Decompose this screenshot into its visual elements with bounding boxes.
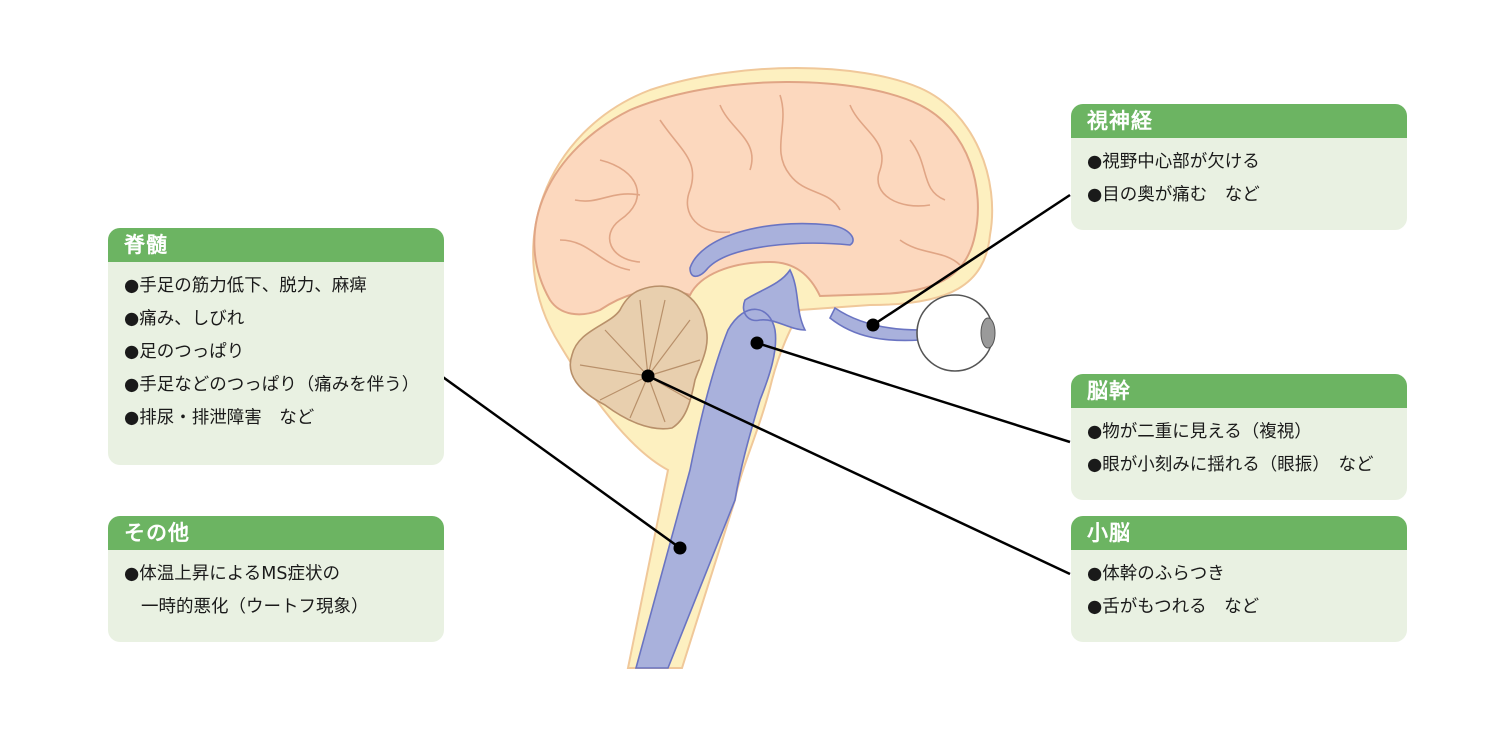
other-box: その他 ●体温上昇によるMS症状の 一時的悪化（ウートフ現象） [108, 516, 444, 642]
cerebellum-symptoms: ●体幹のふらつき ●舌がもつれる など [1071, 550, 1407, 624]
other-title: その他 [108, 516, 444, 550]
brainstem-symptoms: ●物が二重に見える（複視） ●眼が小刻みに揺れる（眼振） など [1071, 408, 1407, 482]
spinal-cord-title: 脊髄 [108, 228, 444, 262]
symptom-item: ●目の奥が痛む など [1087, 185, 1260, 205]
symptom-item-continuation: 一時的悪化（ウートフ現象） [141, 597, 369, 617]
eyeball [916, 294, 996, 372]
cerebellum-title: 小脳 [1071, 516, 1407, 550]
symptom-item: ●排尿・排泄障害 など [124, 408, 315, 428]
symptom-item: ●舌がもつれる など [1087, 597, 1260, 617]
symptom-item: ●体温上昇によるMS症状の [124, 564, 340, 584]
spinal-cord-box: 脊髄 ●手足の筋力低下、脱力、麻痺 ●痛み、しびれ ●足のつっぱり ●手足などの… [108, 228, 444, 465]
symptom-item: ●体幹のふらつき [1087, 564, 1225, 584]
brainstem-box: 脳幹 ●物が二重に見える（複視） ●眼が小刻みに揺れる（眼振） など [1071, 374, 1407, 500]
symptom-item: ●物が二重に見える（複視） [1087, 422, 1312, 442]
leader-dots [641, 318, 880, 555]
optic-nerve-box: 視神経 ●視野中心部が欠ける ●目の奥が痛む など [1071, 104, 1407, 230]
symptom-item: ●手足の筋力低下、脱力、麻痺 [124, 276, 367, 296]
optic-nerve-symptoms: ●視野中心部が欠ける ●目の奥が痛む など [1071, 138, 1407, 212]
symptom-item: ●足のつっぱり [124, 342, 245, 362]
symptom-item: ●視野中心部が欠ける [1087, 152, 1260, 172]
symptom-item: ●手足などのつっぱり（痛みを伴う） [124, 375, 420, 395]
spinal-cord-symptoms: ●手足の筋力低下、脱力、麻痺 ●痛み、しびれ ●足のつっぱり ●手足などのつっぱ… [108, 262, 444, 435]
optic-nerve-title: 視神経 [1071, 104, 1407, 138]
other-symptoms: ●体温上昇によるMS症状の 一時的悪化（ウートフ現象） [108, 550, 444, 624]
cerebellum-box: 小脳 ●体幹のふらつき ●舌がもつれる など [1071, 516, 1407, 642]
ventricle-and-spinal-cord [634, 222, 854, 669]
brainstem-title: 脳幹 [1071, 374, 1407, 408]
symptom-item: ●痛み、しびれ [124, 309, 245, 329]
cerebellum [569, 285, 708, 430]
leader-lines [439, 193, 1071, 576]
symptom-item: ●眼が小刻みに揺れる（眼振） など [1087, 455, 1374, 475]
